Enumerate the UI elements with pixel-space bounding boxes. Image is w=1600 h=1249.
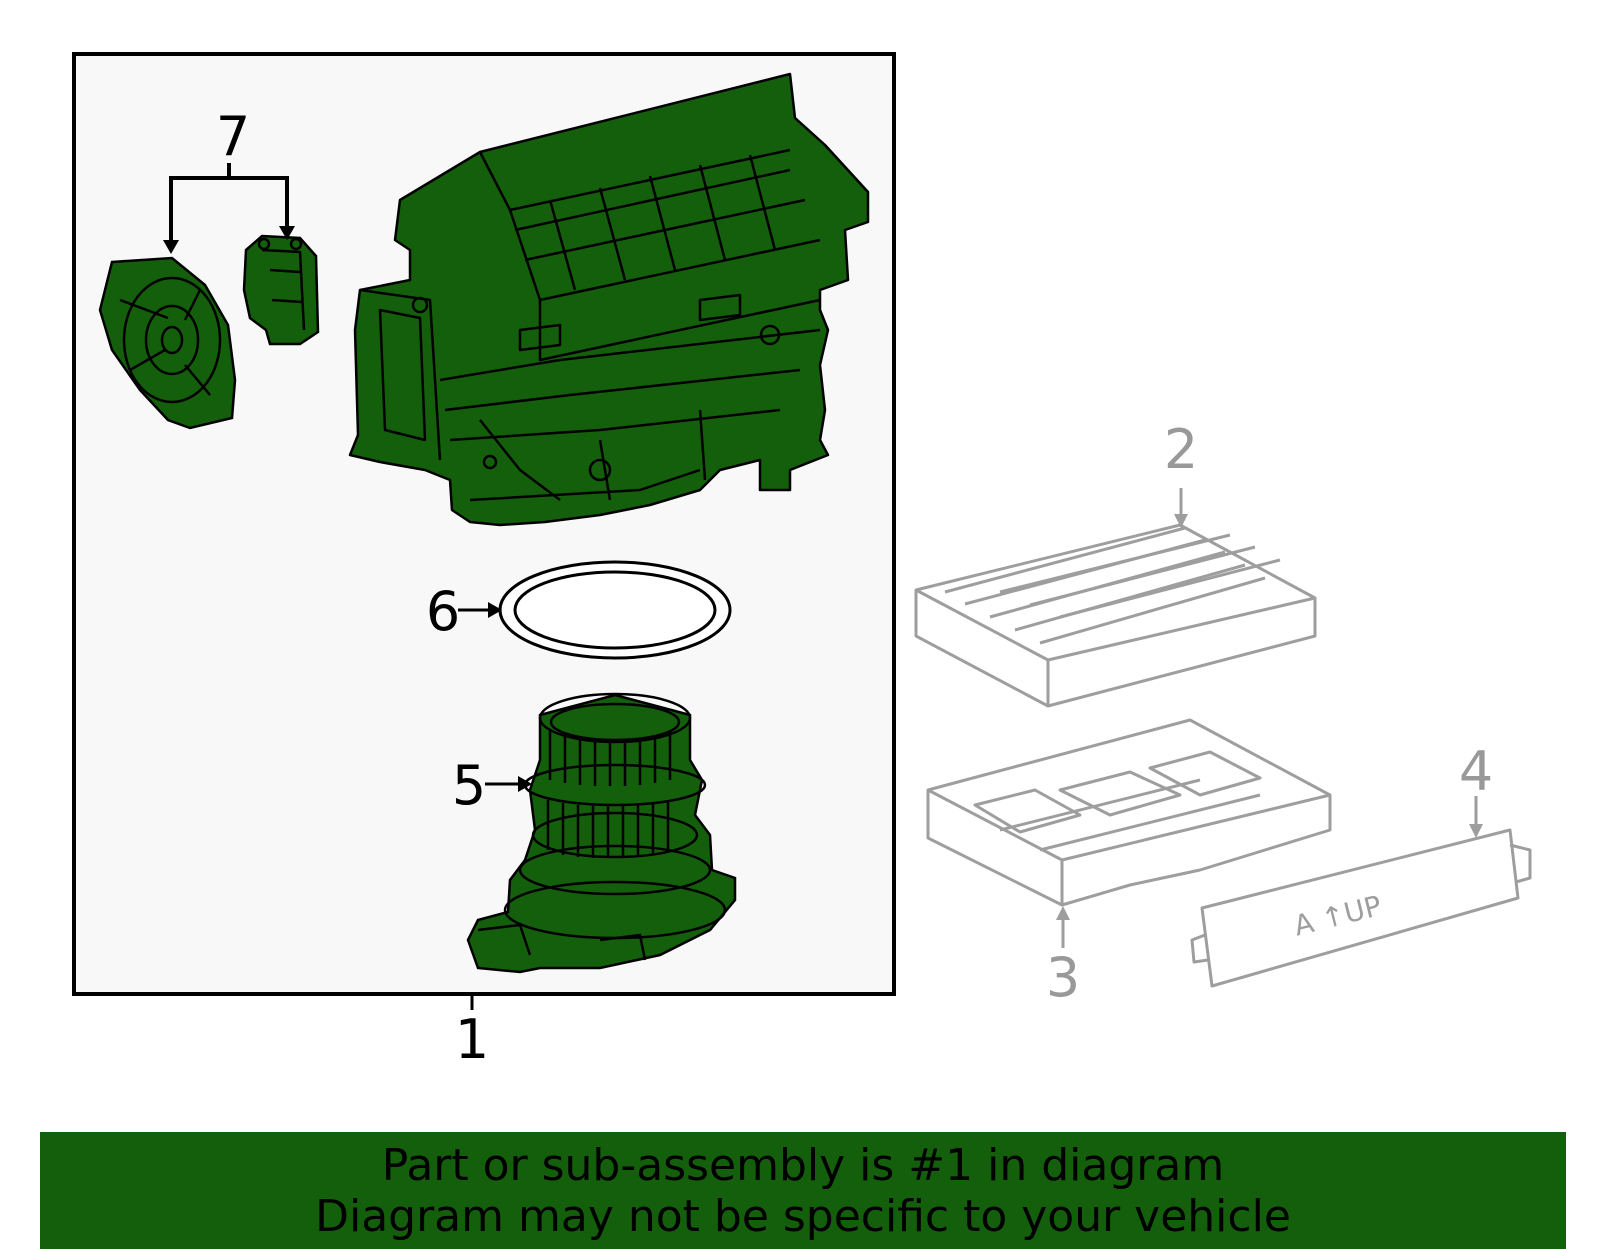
part-5-blower-motor [466, 692, 737, 974]
part-7-blower-housing [98, 256, 237, 430]
callout-6-arrow [488, 602, 502, 618]
hvac-case [348, 72, 870, 527]
callout-2-arrow [1174, 514, 1188, 528]
callout-5-arrow [518, 776, 532, 792]
callout-4-arrow [1469, 824, 1483, 838]
callout-4: 4 [1459, 740, 1493, 803]
callout-7-arrow-right [279, 226, 295, 240]
callout-3-arrow [1056, 906, 1070, 920]
part-4-marking: A ↑UP [1291, 889, 1385, 943]
banner-line-2: Diagram may not be specific to your vehi… [315, 1190, 1291, 1242]
banner-background [40, 1132, 1566, 1249]
banner-line-1: Part or sub-assembly is #1 in diagram [381, 1139, 1225, 1191]
part-2-cabin-filter [914, 523, 1317, 708]
callout-3: 3 [1046, 946, 1080, 1009]
callout-1: 1 [455, 1008, 489, 1071]
part-4-filter-cover [1190, 828, 1532, 988]
callout-7-arrow-left [163, 240, 179, 254]
callout-5: 5 [452, 754, 486, 817]
callout-7-bracket [169, 163, 289, 242]
callout-7: 7 [216, 105, 250, 168]
callout-2: 2 [1164, 418, 1198, 481]
part-6-gasket [498, 560, 732, 660]
part-3-filter-tray [926, 718, 1332, 907]
callout-6: 6 [426, 580, 460, 643]
info-banner: Part or sub-assembly is #1 in diagram Di… [40, 1132, 1566, 1249]
